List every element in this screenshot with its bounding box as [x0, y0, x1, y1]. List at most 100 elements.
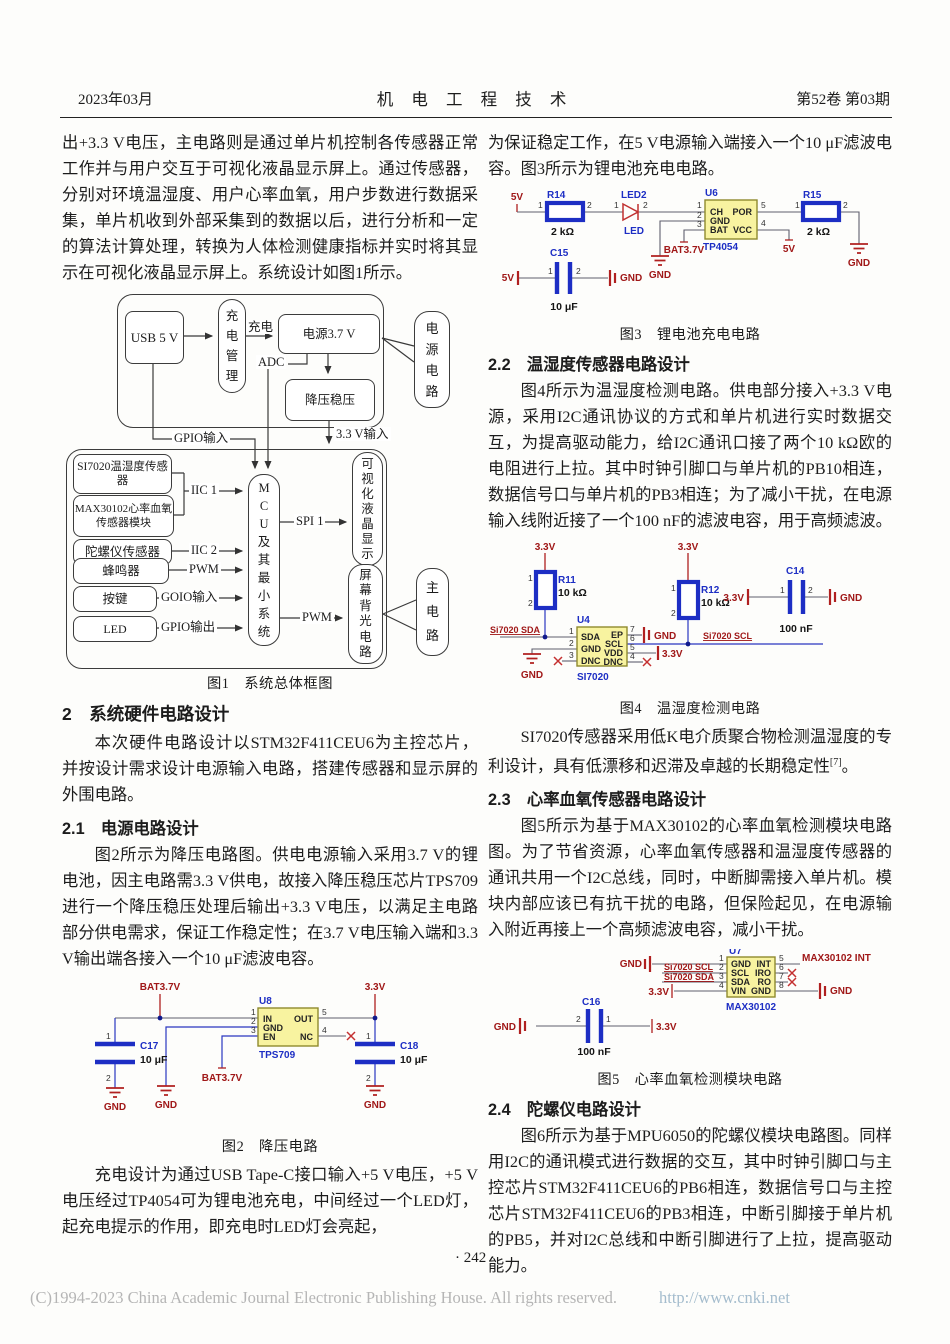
fig4-r12-pin2: 2 — [671, 608, 676, 618]
fig2-schematic: BAT3.7V 3.3V U8 TPS709 IN GND EN OUT NC … — [95, 982, 428, 1113]
fig1-main-group-box — [66, 449, 387, 669]
figure1-system-diagram: USB 5 V 充电管理 电源3.7 V 降压稳压 电源电路 SI7020温湿度… — [62, 292, 478, 670]
fig4-pin4-num: 4 — [630, 651, 635, 661]
paragraph-continuation: 为保证稳定工作，在5 V电源输入端接入一个10 μF滤波电容。图3所示为锂电池充… — [488, 133, 893, 178]
fig1-charge-label: 充电 — [246, 320, 276, 334]
fig1-led-block: LED — [73, 616, 157, 642]
fig4-si7020-ref: SI7020 — [577, 672, 609, 683]
fig3-r14-value: 2 kΩ — [551, 226, 574, 238]
fig2-c18-ref: C18 — [400, 1041, 419, 1052]
fig4-schematic: 3.3V 3.3V R11 10 kΩ 1 2 R12 10 kΩ 1 2 C1… — [490, 542, 862, 683]
fig1-button-block: 按键 — [73, 586, 157, 612]
fig5-pin-int: INT — [757, 959, 772, 969]
figure4-caption: 图4 温湿度检测电路 — [619, 701, 761, 717]
fig4-c14-ref: C14 — [786, 566, 805, 577]
fig4-pin3-num: 3 — [569, 650, 574, 660]
fig3-r15-ref: R15 — [803, 190, 822, 201]
fig4-c14-value: 100 nF — [779, 623, 813, 635]
fig1-buzzer-label: 蜂鸣器 — [102, 563, 140, 578]
fig4-r11-value: 10 kΩ — [558, 587, 587, 599]
fig1-lcd-label: 可视化液晶显示 — [361, 456, 374, 561]
fig5-ro-x-mark — [787, 977, 797, 987]
fig5-pin-vin: VIN — [731, 986, 746, 996]
fig4-pin-scl: SCL — [605, 639, 624, 649]
fig1-33v-in-label: 3.3 V输入 — [334, 427, 391, 441]
fig3-5v-net: 5V — [511, 192, 524, 203]
fig2-bat37-net: BAT3.7V — [140, 982, 181, 993]
fig3-tp4054-chip — [704, 199, 758, 240]
journal-title: 机 电 工 程 技 术 — [376, 90, 574, 109]
fig2-pin-en: EN — [263, 1032, 276, 1042]
fig2-gnd-symbol-3 — [366, 1085, 384, 1096]
fig5-si7020-scl-net: Si7020 SCL — [664, 962, 714, 972]
si7020-text: SI7020传感器采用低K电介质聚合物检测温湿度的专利设计，具有低漂移和迟滞及卓… — [488, 727, 892, 776]
fig3-r15-pin2: 2 — [843, 200, 848, 210]
fig3-led-pin1: 1 — [614, 200, 619, 210]
fig5-max30102-int-net: MAX30102 INT — [802, 953, 871, 964]
fig3-r15-resistor — [800, 200, 842, 223]
fig4-r12-resistor — [676, 579, 701, 621]
fig2-33v-net: 3.3V — [365, 982, 386, 993]
fig5-pin-gnd8: GND — [751, 986, 772, 996]
section21-heading: 2.1 电源电路设计 — [62, 820, 199, 838]
fig4-dnc3-x-mark — [553, 656, 563, 666]
fig3-r14-pin1: 1 — [538, 200, 543, 210]
fig1-main-circuit-label: 主电路 — [425, 580, 439, 643]
fig1-spi1-label: SPI 1 — [294, 514, 326, 528]
cnki-url-link[interactable]: http://www.cnki.net — [659, 1288, 790, 1307]
fig2-c18-capacitor — [355, 1041, 395, 1065]
fig3-c15-capacitor — [554, 262, 573, 294]
fig3-led-pin2: 2 — [643, 200, 648, 210]
figure3-caption: 图3 锂电池充电电路 — [619, 327, 761, 343]
fig4-si7020-chip — [576, 626, 628, 667]
fig3-c15-5v-net: 5V — [502, 273, 515, 284]
fig2-pin1-num: 1 — [251, 1007, 256, 1017]
fig3-pin-por: POR — [732, 207, 752, 217]
fig4-33v-net-1: 3.3V — [535, 542, 556, 553]
paragraph-section24: 图6所示为基于MPU6050的陀螺仪模块电路图。同样用I2C的通讯模式进行数据的… — [488, 1126, 892, 1276]
fig1-power-circuit-label: 电源电路 — [425, 320, 439, 399]
paragraph-section23: 图5所示为基于MAX30102的心率血氧检测模块电路图。为了节省资源，心率血氧传… — [488, 816, 892, 940]
paragraph-intro: 出+3.3 V电压，主电路则是通过单片机控制各传感器正常工作并与用户交互于可视化… — [62, 133, 478, 282]
fig2-c18-pin2: 2 — [366, 1073, 371, 1083]
fig5-u7-ref: U7 — [729, 949, 742, 957]
fig1-pwm-left-label: PWM — [187, 562, 221, 576]
fig4-c14-gnd-net: GND — [840, 593, 862, 604]
fig4-pin-dnc4: DNC — [604, 657, 624, 667]
fig5-pin-gnd1: GND — [731, 959, 752, 969]
fig2-u8-ref: U8 — [259, 996, 272, 1007]
section23-heading: 2.3 心率血氧传感器电路设计 — [488, 791, 707, 810]
fig1-mcu-label: MCU及其最小系统 — [257, 481, 271, 639]
fig5-pin4-num: 4 — [719, 980, 724, 990]
fig2-c18-value: 10 μF — [400, 1054, 428, 1066]
fig2-pin-in: IN — [263, 1014, 272, 1024]
fig3-c15-ref: C15 — [550, 248, 569, 259]
paragraph-charging: 充电设计为通过USB Tape-C接口输入+5 V电压，+5 V电压经过TP40… — [62, 1165, 478, 1236]
fig5-schematic: U7 MAX30102 GND SCL SDA VIN INT IRO RO G… — [494, 946, 871, 1058]
fig2-tps709-chip — [257, 1007, 319, 1047]
fig1-buck-label: 降压稳压 — [304, 392, 355, 407]
header-issue: 第52卷 第03期 — [796, 92, 890, 108]
fig3-c15-pin2: 2 — [576, 266, 581, 276]
fig3-c15-gnd-net: GND — [620, 273, 642, 284]
fig1-si7020-block: SI7020温湿度传感器 — [73, 454, 172, 494]
section24-heading: 2.4 陀螺仪电路设计 — [488, 1101, 641, 1120]
fig2-c17-ref: C17 — [140, 1041, 159, 1052]
fig1-adc-label: ADC — [256, 355, 287, 369]
fig1-max30102-block: MAX30102心率血氧传感器模块 — [73, 495, 174, 537]
fig5-pin-ro: RO — [758, 977, 772, 987]
fig2-pin-out: OUT — [294, 1014, 314, 1024]
fig1-gpio-out-label: GPIO输出 — [159, 620, 218, 634]
fig2-pin4-num: 4 — [322, 1025, 327, 1035]
fig2-gnd-label-1: GND — [104, 1102, 126, 1113]
fig4-c14-pin2: 2 — [808, 585, 813, 595]
fig4-c14-pin1: 1 — [780, 585, 785, 595]
fig3-gnd-symbol-1 — [651, 255, 669, 266]
fig3-led-diode — [622, 202, 640, 222]
fig4-pin1-num: 1 — [569, 626, 574, 636]
fig5-pin6-num: 6 — [779, 962, 784, 972]
fig3-pin5-num: 5 — [761, 200, 766, 210]
fig3-c15-value: 10 μF — [550, 301, 578, 313]
fig5-pin-iro: IRO — [755, 968, 771, 978]
